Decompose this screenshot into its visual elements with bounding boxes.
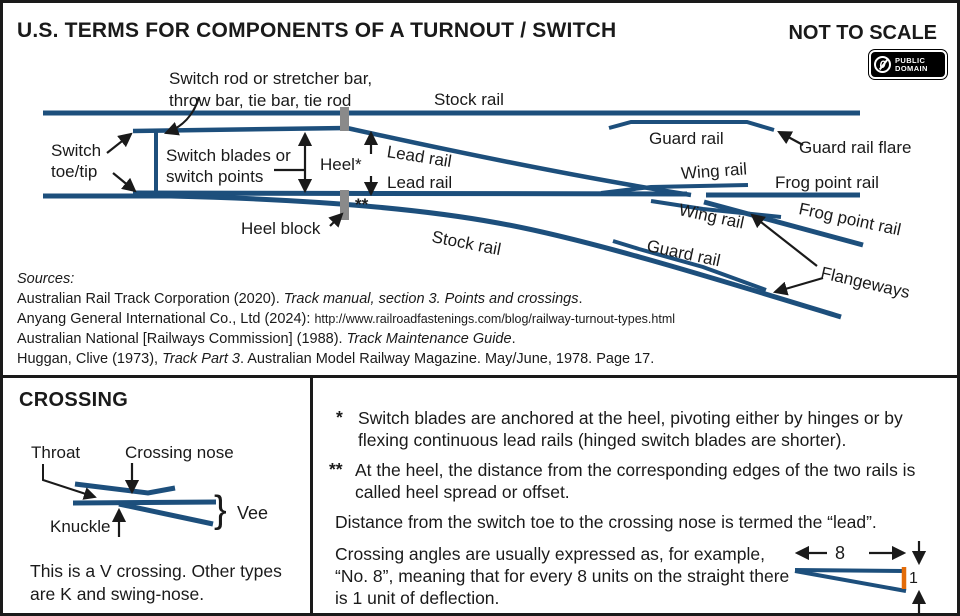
crossing-heading: CROSSING (19, 389, 129, 411)
angle-run-label: 8 (835, 543, 846, 563)
switch-blades-label-line2: switch points (166, 167, 264, 186)
diagram-linework (42, 96, 927, 613)
source-line: Australian National [Railways Commission… (17, 331, 516, 347)
note2-text: At the heel, the distance from the corre… (355, 460, 916, 502)
not-to-scale-note: NOT TO SCALE (788, 22, 937, 44)
toe-arrow-down (112, 172, 137, 193)
heel-spread-asterisks: ** (355, 195, 369, 214)
straight-lead-rail-line (132, 190, 688, 197)
knuckle-label: Knuckle (50, 517, 111, 536)
stock-rail-top-label: Stock rail (434, 90, 504, 109)
frog-point-rail-bottom-line (703, 199, 864, 248)
guard-rail-flare-label: Guard rail flare (799, 138, 912, 157)
heel-block-top (340, 107, 349, 131)
guard-rail-flare-arrow (777, 130, 804, 146)
note1-text: Switch blades are anchored at the heel, … (358, 408, 903, 450)
vee-brace: } (214, 489, 227, 531)
source-url: http://www.railroadfastenings.com/blog/r… (314, 312, 676, 326)
page-title: U.S. TERMS FOR COMPONENTS OF A TURNOUT /… (17, 19, 617, 42)
source-line: Australian Rail Track Corporation (2020)… (17, 291, 583, 307)
heel-block-bottom (340, 190, 349, 220)
crossing-nose-label: Crossing nose (125, 443, 234, 462)
upper-switch-blade-line (132, 125, 348, 134)
source-line: Huggan, Clive (1973), Track Part 3. Aust… (17, 351, 655, 367)
crossing-straight-line (72, 499, 217, 506)
angle-diagonal-rail-line (794, 569, 907, 593)
vertical-divider (310, 375, 313, 613)
bottom-stock-rail-line (43, 193, 842, 320)
note4-text: Crossing angles are usually expressed as… (335, 544, 790, 608)
switch-blades-label-line1: Switch blades or (166, 146, 291, 165)
crossing-vee-line (118, 501, 214, 527)
frog-point-rail-top-label: Frog point rail (775, 173, 879, 192)
note2-marker: ** (329, 459, 343, 479)
heel-block-label: Heel block (241, 219, 321, 238)
crossing-caption: This is a V crossing. Other types are K … (30, 561, 282, 604)
switch-rod-label-line1: Switch rod or stretcher bar, (169, 69, 373, 88)
switch-toe-label-line2: toe/tip (51, 162, 98, 181)
horizontal-divider (3, 375, 957, 378)
lead-rail-straight-label: Lead rail (387, 173, 453, 192)
throat-arrow (42, 464, 97, 500)
vee-label: Vee (237, 503, 269, 523)
toe-arrow-up (106, 132, 133, 154)
angle-rise-label: 1 (909, 570, 918, 587)
crossing-wing-line (74, 481, 176, 496)
guard-rail-bottom-line (612, 239, 767, 292)
switch-toe-label-line1: Switch (51, 141, 102, 160)
wing-rail-top-line (600, 183, 749, 195)
guard-rail-top-label: Guard rail (649, 129, 724, 148)
flangeways-arrow-lower (772, 276, 824, 296)
switch-rod-arrow (163, 96, 201, 136)
public-domain-zero-icon: 0 (874, 56, 891, 73)
throat-label: Throat (31, 443, 81, 462)
sources-block: Sources: Australian Rail Track Corporati… (17, 269, 675, 369)
heel-block-arrow (328, 212, 344, 228)
angle-top-rail-line (794, 568, 905, 573)
source-line: Anyang General International Co., Ltd (2… (17, 311, 676, 327)
note1-marker: * (336, 407, 343, 427)
flangeways-arrow-upper (750, 213, 818, 267)
guard-rail-top-line (608, 120, 775, 132)
heel-label: Heel* (320, 155, 362, 174)
switch-rod-label-line2: throw bar, tie bar, tie rod (169, 91, 352, 110)
note3-text: Distance from the switch toe to the cros… (335, 512, 877, 532)
sources-heading: Sources: (17, 271, 75, 287)
